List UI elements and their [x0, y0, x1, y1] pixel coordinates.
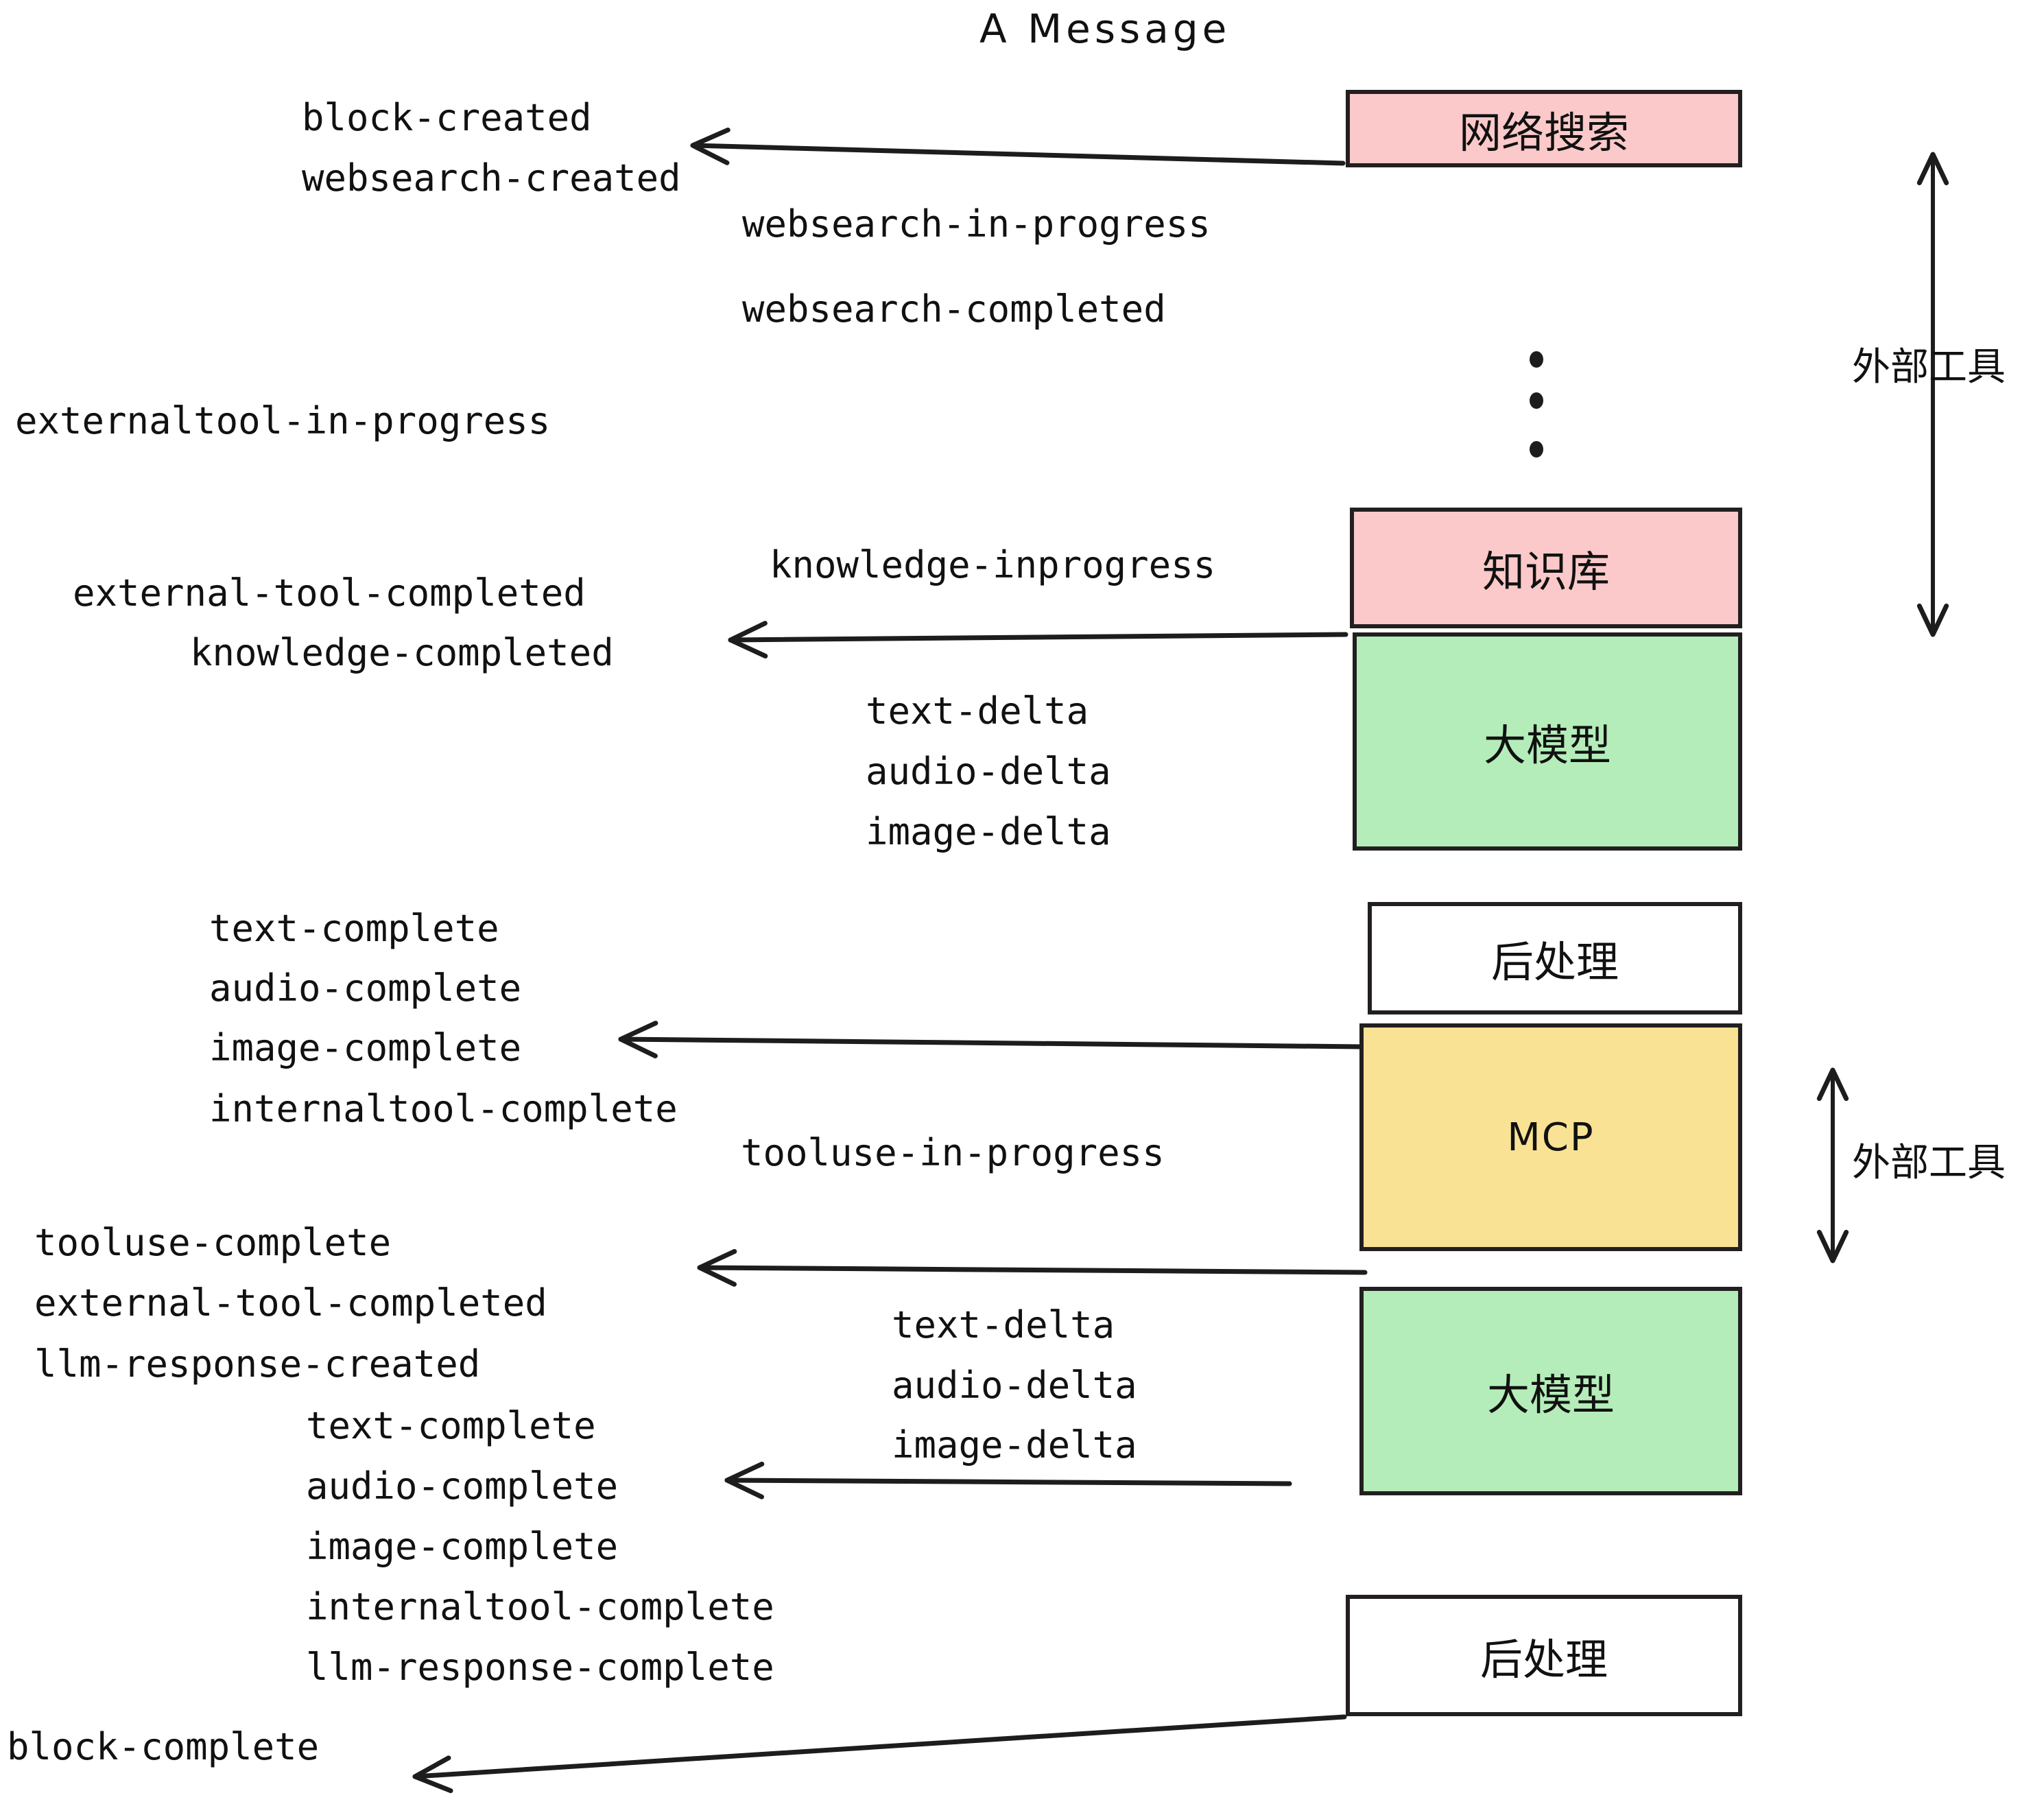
event-label-internaltool-complete-2: internaltool-complete [306, 1585, 774, 1628]
event-label-externaltool-in-progress: externaltool-in-progress [15, 399, 551, 442]
arrow-tooluse-line [697, 1265, 1368, 1275]
arrow-block-created-line [690, 143, 1346, 166]
event-label-audio-complete-2: audio-complete [306, 1464, 619, 1508]
event-label-block-complete: block-complete [7, 1725, 320, 1768]
external-tools-arrow-top-head-down [1916, 603, 1949, 637]
box-label-postprocess-1: 后处理 [1490, 937, 1619, 987]
box-mcp: MCP [1359, 1023, 1742, 1251]
ellipsis-dot-1 [1530, 351, 1543, 368]
box-llm-1: 大模型 [1353, 632, 1742, 851]
arrow-knowledge-head [728, 621, 768, 658]
box-llm-2: 大模型 [1359, 1287, 1742, 1495]
event-label-block-created: block-created [302, 96, 592, 139]
box-label-websearch: 网络搜索 [1458, 107, 1629, 158]
box-label-llm-2: 大模型 [1486, 1370, 1615, 1420]
arrow-knowledge-line [728, 632, 1348, 643]
box-label-postprocess-2: 后处理 [1479, 1634, 1608, 1685]
external-tools-arrow-bottom-head-down [1816, 1229, 1849, 1263]
event-label-websearch-created: websearch-created [302, 156, 681, 200]
event-label-text-complete-1: text-complete [209, 907, 499, 950]
event-label-text-delta-1: text-delta [866, 689, 1089, 733]
side-label-external-tools-top: 外部工具 [1852, 345, 2006, 390]
box-postprocess-2: 后处理 [1346, 1595, 1742, 1716]
event-label-audio-complete-1: audio-complete [209, 966, 522, 1010]
event-label-websearch-completed: websearch-completed [742, 287, 1166, 331]
event-label-tooluse-complete: tooluse-complete [34, 1221, 392, 1264]
arrow-tooluse-head [697, 1248, 737, 1287]
event-label-text-delta-2: text-delta [892, 1303, 1115, 1346]
event-label-image-delta-1: image-delta [866, 810, 1111, 853]
arrow-block-complete-line [412, 1714, 1347, 1779]
event-label-image-complete-2: image-complete [306, 1525, 619, 1568]
arrow-audio-complete-head [724, 1461, 765, 1499]
box-postprocess-1: 后处理 [1368, 902, 1742, 1014]
event-label-external-tool-completed-2: external-tool-completed [34, 1281, 547, 1325]
box-knowledge: 知识库 [1350, 508, 1742, 628]
arrow-audio-complete-line [724, 1477, 1292, 1486]
arrow-block-created-head [690, 127, 730, 165]
side-label-external-tools-bottom: 外部工具 [1852, 1141, 2006, 1185]
event-label-websearch-in-progress: websearch-in-progress [742, 202, 1211, 246]
box-label-llm-1: 大模型 [1483, 720, 1611, 770]
event-label-text-complete-2: text-complete [306, 1404, 596, 1447]
event-label-knowledge-completed: knowledge-completed [190, 631, 614, 674]
arrow-image-complete-line [618, 1036, 1364, 1049]
box-label-mcp: MCP [1507, 1115, 1595, 1160]
event-label-image-complete-1: image-complete [209, 1026, 522, 1069]
event-label-tooluse-in-progress: tooluse-in-progress [741, 1131, 1165, 1174]
arrow-image-complete-head [618, 1021, 658, 1058]
event-label-llm-response-created: llm-response-created [34, 1342, 481, 1386]
ellipsis-dot-2 [1530, 392, 1543, 409]
box-label-knowledge: 知识库 [1482, 547, 1610, 597]
box-websearch: 网络搜索 [1346, 90, 1742, 167]
diagram-title: A Message [979, 5, 1231, 52]
event-label-audio-delta-1: audio-delta [866, 750, 1111, 793]
event-label-image-delta-2: image-delta [892, 1423, 1137, 1467]
arrow-block-complete-head [412, 1755, 453, 1794]
external-tools-arrow-top-head-up [1916, 152, 1949, 186]
ellipsis-dot-3 [1530, 441, 1543, 458]
event-label-audio-delta-2: audio-delta [892, 1364, 1137, 1407]
external-tools-arrow-bottom-head-up [1816, 1067, 1849, 1102]
event-label-knowledge-inprogress: knowledge-inprogress [770, 543, 1216, 586]
event-label-internaltool-complete-1: internaltool-complete [209, 1087, 678, 1130]
event-label-llm-response-complete: llm-response-complete [306, 1646, 774, 1689]
event-label-external-tool-completed-1: external-tool-completed [73, 571, 586, 615]
